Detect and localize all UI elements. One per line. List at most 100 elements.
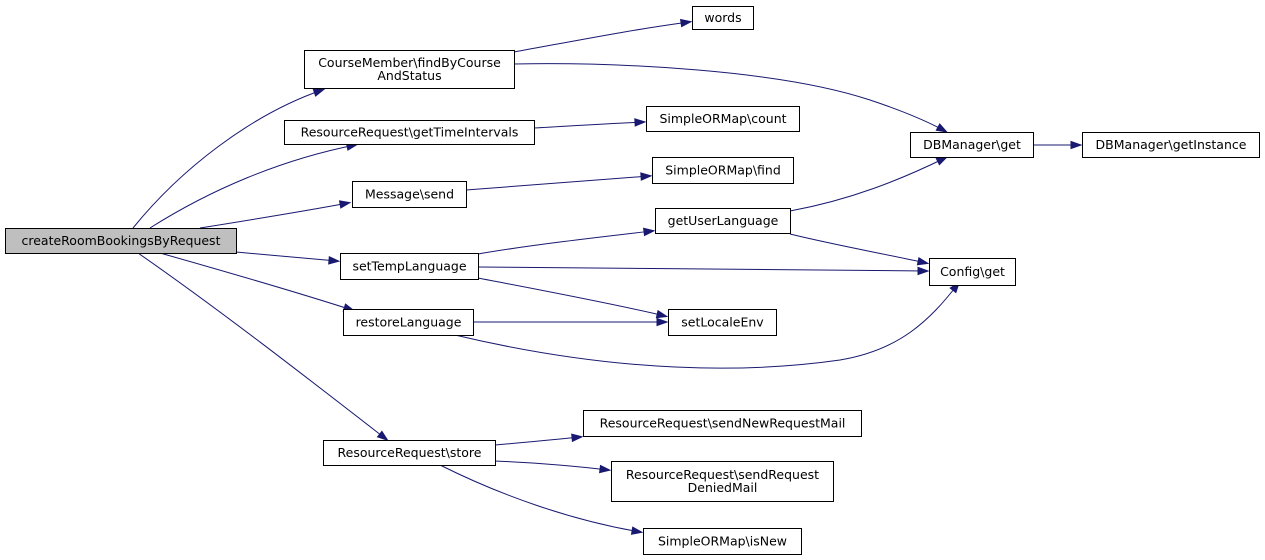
node-get-time-intervals[interactable]: ResourceRequest\getTimeIntervals xyxy=(284,120,535,145)
node-box xyxy=(343,309,474,336)
node-box xyxy=(284,120,535,145)
node-box xyxy=(652,157,794,184)
edge-set-temp-language-to-config-get xyxy=(477,266,930,276)
node-restore-language[interactable]: restoreLanguage xyxy=(343,309,474,336)
node-db-get-instance[interactable]: DBManager\getInstance xyxy=(1082,132,1260,158)
arrowhead xyxy=(935,156,949,166)
node-orm-is-new[interactable]: SimpleORMap\isNew xyxy=(643,528,802,555)
edge-line xyxy=(159,252,353,311)
node-box xyxy=(340,253,479,280)
arrowhead xyxy=(376,430,389,442)
edge-message-send-to-orm-find xyxy=(465,172,653,191)
node-get-user-language[interactable]: getUserLanguage xyxy=(655,208,791,234)
edge-line xyxy=(513,63,946,132)
node-box xyxy=(643,528,802,555)
arrowhead xyxy=(655,309,669,319)
node-label: ResourceRequest\sendNewRequestMail xyxy=(600,416,846,431)
arrowhead xyxy=(935,123,949,133)
edge-rr-store-to-rr-send-denied-mail xyxy=(494,460,612,474)
node-box xyxy=(304,50,515,89)
node-label: AndStatus xyxy=(377,68,441,83)
nodes-layer: createRoomBookingsByRequest CourseMember\… xyxy=(5,6,1260,555)
node-words[interactable]: words xyxy=(692,6,754,30)
node-label: SimpleORMap\count xyxy=(659,111,786,126)
edge-line xyxy=(494,436,581,446)
node-label: ResourceRequest\sendRequest xyxy=(626,467,819,482)
edge-line xyxy=(465,175,650,191)
edge-get-user-language-to-db-get xyxy=(789,156,949,212)
edge-root-to-restore-language xyxy=(159,252,356,312)
node-label: DeniedMail xyxy=(688,480,758,495)
arrowhead xyxy=(1070,140,1083,150)
node-label: setTempLanguage xyxy=(352,259,466,274)
edge-line xyxy=(477,266,927,272)
edge-find-by-course-to-words xyxy=(513,18,693,53)
node-db-get[interactable]: DBManager\get xyxy=(910,132,1034,158)
edge-line xyxy=(533,121,644,129)
edge-line xyxy=(477,277,666,317)
arrowhead xyxy=(630,526,644,535)
node-box xyxy=(910,132,1034,158)
arrowhead xyxy=(917,266,930,276)
edges-layer xyxy=(132,18,1083,535)
node-label: DBManager\getInstance xyxy=(1096,137,1247,152)
edge-root-to-rr-store xyxy=(137,252,389,442)
node-set-locale-env[interactable]: setLocaleEnv xyxy=(668,309,777,336)
edge-line xyxy=(132,89,323,229)
node-orm-count[interactable]: SimpleORMap\count xyxy=(646,106,800,132)
edge-line xyxy=(477,230,653,255)
node-rr-store[interactable]: ResourceRequest\store xyxy=(323,440,496,466)
node-box xyxy=(611,461,834,502)
edge-rr-store-to-rr-send-new-mail xyxy=(494,433,584,446)
node-box xyxy=(352,181,467,208)
edge-line xyxy=(149,144,356,229)
edge-restore-language-to-set-locale-env xyxy=(473,317,669,327)
node-rr-send-new-mail[interactable]: ResourceRequest\sendNewRequestMail xyxy=(583,410,862,437)
node-box xyxy=(692,6,754,30)
node-label: createRoomBookingsByRequest xyxy=(22,233,221,248)
node-root[interactable]: createRoomBookingsByRequest xyxy=(5,228,237,254)
arrowhead xyxy=(634,118,647,127)
node-set-temp-language[interactable]: setTempLanguage xyxy=(340,253,479,280)
node-box xyxy=(646,106,800,132)
node-orm-find[interactable]: SimpleORMap\find xyxy=(652,157,794,184)
edge-line xyxy=(137,252,387,440)
node-label: ResourceRequest\store xyxy=(338,445,482,460)
node-label: words xyxy=(704,10,741,25)
arrowhead xyxy=(656,317,669,327)
edge-db-get-to-db-get-instance xyxy=(1033,140,1083,150)
edge-set-temp-language-to-get-user-language xyxy=(477,227,656,255)
node-label: ResourceRequest\getTimeIntervals xyxy=(301,125,519,140)
node-config-get[interactable]: Config\get xyxy=(929,258,1016,286)
edge-line xyxy=(513,21,690,53)
node-message-send[interactable]: Message\send xyxy=(352,181,467,208)
arrowhead xyxy=(328,256,341,265)
node-box xyxy=(668,309,777,336)
edge-line xyxy=(439,464,641,533)
node-box xyxy=(929,258,1016,286)
edge-root-to-set-temp-language xyxy=(235,251,341,265)
node-box xyxy=(5,228,237,254)
edge-root-to-message-send xyxy=(199,200,352,229)
edge-line xyxy=(454,283,959,369)
arrowhead xyxy=(571,433,584,443)
edge-root-to-find-by-course xyxy=(132,88,326,229)
arrowhead xyxy=(640,172,653,181)
node-box xyxy=(655,208,791,234)
edge-line xyxy=(494,460,609,471)
edge-set-temp-language-to-set-locale-env xyxy=(477,277,669,319)
arrowhead xyxy=(599,464,612,474)
node-label: getUserLanguage xyxy=(668,213,779,228)
edge-get-user-language-to-config-get xyxy=(789,233,930,266)
node-box xyxy=(583,410,862,437)
edge-line xyxy=(235,251,338,262)
arrowhead xyxy=(338,200,352,209)
node-label: SimpleORMap\find xyxy=(665,163,781,178)
edge-rr-store-to-orm-is-new xyxy=(439,464,644,535)
arrowhead xyxy=(312,88,326,97)
arrowhead xyxy=(680,18,693,28)
edge-line xyxy=(199,202,349,229)
